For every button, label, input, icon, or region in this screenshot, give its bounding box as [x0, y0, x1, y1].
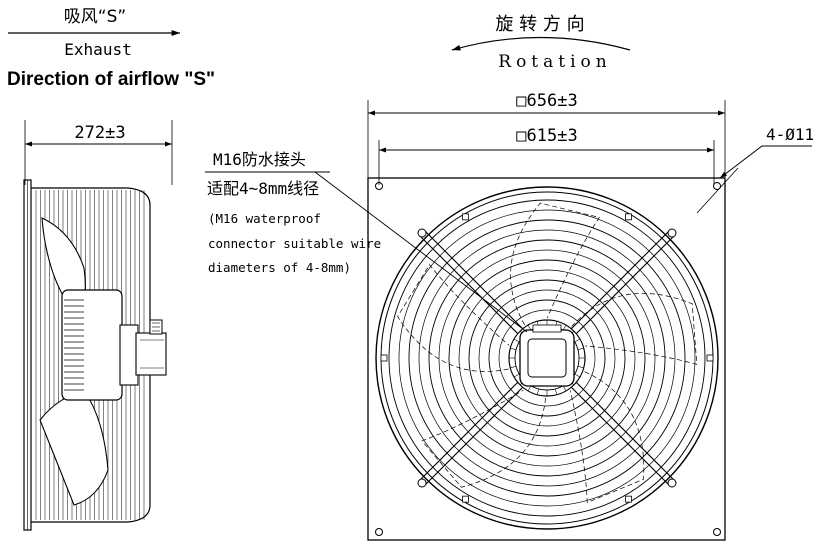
guard-ring	[428, 239, 666, 477]
guard-ring	[448, 259, 646, 457]
connector-callout: M16防水接头 适配4~8mm线径 (M16 waterproof connec…	[205, 150, 528, 333]
connector-label-line1: M16防水接头	[213, 150, 306, 169]
front-fan-blades	[397, 202, 698, 504]
airflow-direction-label: Direction of airflow "S"	[7, 69, 215, 90]
guard-ring	[468, 279, 626, 437]
guard-clip	[380, 354, 388, 362]
mounting-hole-top-left	[375, 182, 383, 190]
hub-fin	[513, 338, 520, 343]
side-blade-bottom	[39, 391, 109, 506]
guard-ring	[498, 309, 596, 407]
front-mounting-plate	[367, 177, 726, 541]
airflow-label: 吸风“S” Exhaust Direction of airflow "S"	[7, 7, 215, 90]
guard-strut-end	[417, 228, 427, 238]
fan-blade-front	[397, 264, 510, 372]
fan-front-view	[367, 177, 726, 541]
hole-spacing-label: □615±3	[516, 126, 577, 146]
overall-width-label: □656±3	[516, 91, 577, 111]
airflow-english-label: Exhaust	[64, 40, 131, 59]
rotation-arrow	[451, 36, 631, 51]
connector-label-line2: 适配4~8mm线径	[207, 179, 319, 198]
connector-box-front-inner	[527, 338, 567, 378]
guard-ring	[388, 199, 706, 517]
front-guard-rings	[388, 199, 706, 517]
hub-fin	[577, 347, 584, 351]
hub-fin	[574, 338, 581, 343]
connector-label-line3: (M16 waterproof	[208, 211, 321, 226]
mounting-hole-bottom-left	[375, 528, 383, 536]
guard-clip	[462, 213, 469, 221]
guard-clip	[625, 495, 632, 503]
guard-strut-end	[667, 478, 677, 488]
guard-ring	[458, 269, 636, 447]
fan-blade-front	[571, 293, 698, 365]
fan-opening-outer-ring	[375, 186, 719, 530]
side-motor-shaft-cap	[119, 324, 139, 386]
side-motor-housing	[61, 289, 123, 401]
guard-ring	[398, 209, 696, 507]
hub-fin	[536, 388, 540, 395]
hub-fin	[554, 388, 558, 395]
front-guard-clips	[380, 213, 714, 503]
guard-clip	[462, 495, 469, 503]
rotation-chinese-label: 旋 转 方 向	[495, 14, 584, 35]
side-depth-dimension: 272±3	[24, 120, 173, 185]
guard-ring	[418, 229, 676, 487]
guard-ring	[488, 299, 606, 417]
side-depth-label: 272±3	[74, 123, 125, 143]
guard-clip	[706, 354, 714, 362]
rotation-label: 旋 转 方 向 Rotation	[451, 14, 631, 72]
connector-label-line5: diameters of 4-8mm)	[208, 260, 351, 275]
hub-fin	[574, 373, 581, 378]
hub-fin	[510, 365, 517, 369]
hub-fin	[510, 347, 517, 351]
mounting-hole-label: 4-Ø11	[766, 125, 814, 144]
fan-side-view	[23, 179, 167, 531]
mounting-hole-bottom-right	[713, 528, 721, 536]
guard-clip	[625, 213, 632, 221]
connector-gland-front	[532, 324, 562, 333]
guard-ring	[478, 289, 616, 427]
mounting-hole-leader	[719, 145, 812, 179]
rotation-english-label: Rotation	[498, 52, 611, 72]
fan-blade-front	[569, 371, 645, 504]
front-dimensions: □656±3 □615±3 4-Ø11	[367, 91, 814, 214]
guard-strut-end	[417, 478, 427, 488]
connector-leader-line	[314, 171, 528, 333]
mounting-hole-top-right	[713, 182, 721, 190]
airflow-chinese-label: 吸风“S”	[64, 7, 126, 27]
hub-fin	[577, 365, 584, 369]
fan-blade-front	[510, 202, 600, 326]
guard-strut-end	[667, 228, 677, 238]
connector-label-line4: connector suitable wire	[208, 236, 381, 251]
hub-fin	[513, 373, 520, 378]
guard-ring	[408, 219, 686, 497]
side-connector-box	[135, 332, 167, 376]
fan-blade-front	[421, 389, 546, 488]
guard-ring	[438, 249, 656, 467]
